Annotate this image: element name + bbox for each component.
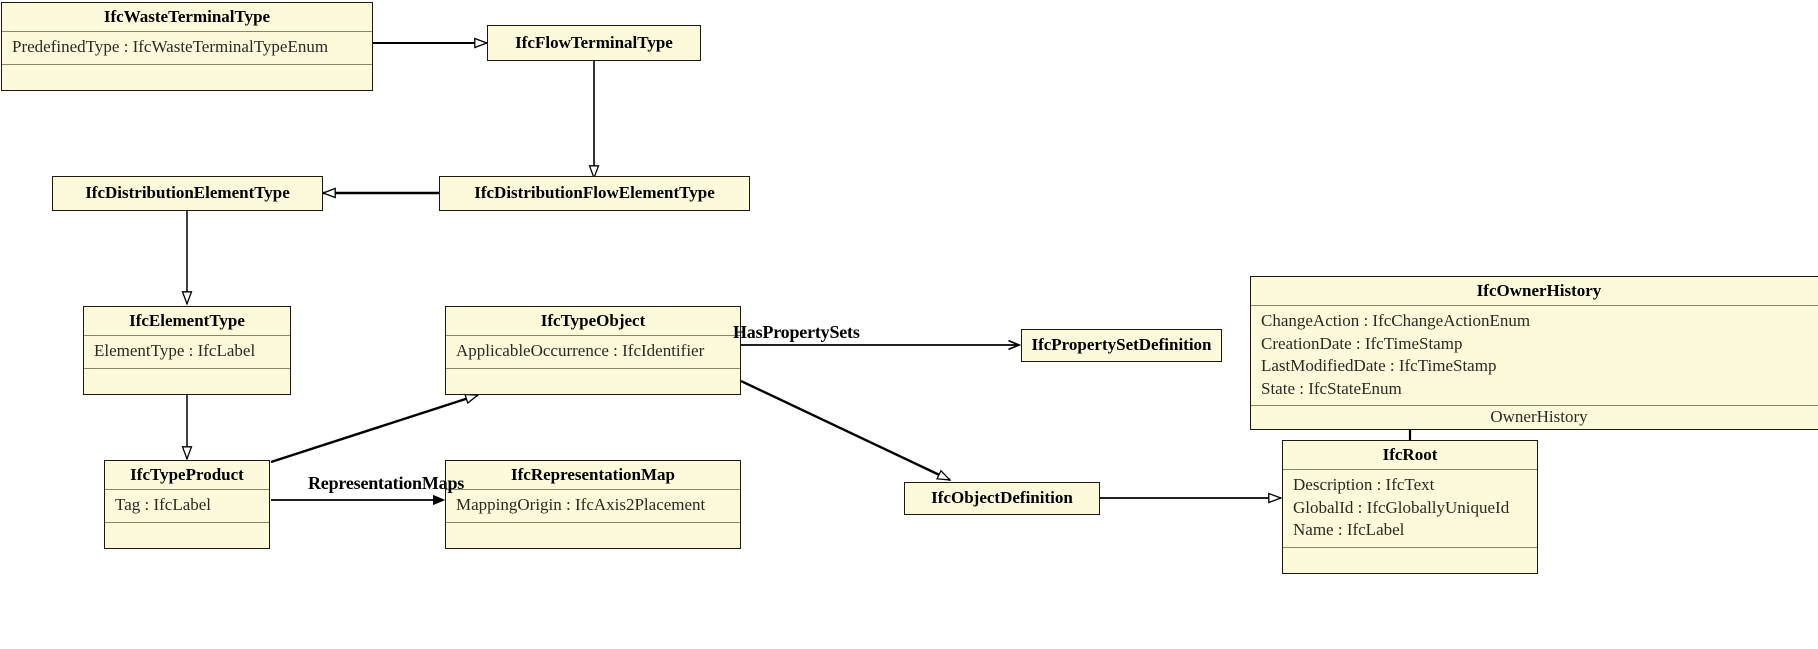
attribute-row: CreationDate : IfcTimeStamp bbox=[1261, 333, 1463, 353]
class-attributes: MappingOrigin : IfcAxis2Placement bbox=[446, 490, 740, 521]
class-operations-empty bbox=[84, 369, 290, 394]
compartment-divider bbox=[2, 63, 372, 65]
attribute-row: ElementType : IfcLabel bbox=[94, 341, 256, 361]
compartment-divider bbox=[1283, 546, 1537, 548]
attribute-row: ApplicableOccurrence : IfcIdentifier bbox=[456, 341, 705, 361]
class-box-ifcdistributionflowelementtype[interactable]: IfcDistributionFlowElementType bbox=[439, 176, 750, 211]
class-box-ifcdistributionelementtype[interactable]: IfcDistributionElementType bbox=[52, 176, 323, 211]
compartment-divider bbox=[446, 367, 740, 369]
compartment-divider bbox=[105, 489, 269, 491]
class-box-ifcflowterminaltype[interactable]: IfcFlowTerminalType bbox=[487, 25, 701, 61]
compartment-divider bbox=[446, 521, 740, 523]
class-operations-empty bbox=[105, 523, 269, 548]
compartment-divider bbox=[84, 335, 290, 337]
class-title: IfcTypeProduct bbox=[130, 465, 244, 484]
attribute-row: MappingOrigin : IfcAxis2Placement bbox=[456, 495, 706, 515]
class-title: IfcDistributionElementType bbox=[85, 183, 290, 203]
class-box-ifcownerhistory[interactable]: IfcOwnerHistory ChangeAction : IfcChange… bbox=[1250, 276, 1818, 431]
attribute-row: ChangeAction : IfcChangeActionEnum bbox=[1261, 311, 1531, 331]
class-title: IfcTypeObject bbox=[540, 311, 646, 330]
class-attributes: Tag : IfcLabel bbox=[105, 490, 269, 521]
class-title: IfcDistributionFlowElementType bbox=[474, 183, 715, 203]
attribute-row: Tag : IfcLabel bbox=[115, 495, 212, 515]
attribute-row: LastModifiedDate : IfcTimeStamp bbox=[1261, 356, 1497, 376]
compartment-divider bbox=[84, 367, 290, 369]
class-attributes: ApplicableOccurrence : IfcIdentifier bbox=[446, 336, 740, 367]
attribute-row: State : IfcStateEnum bbox=[1261, 378, 1402, 398]
class-box-ifcpropertysetdefinition[interactable]: IfcPropertySetDefinition bbox=[1021, 329, 1222, 362]
class-operations-empty bbox=[446, 369, 740, 394]
class-box-ifcrepresentationmap[interactable]: IfcRepresentationMap MappingOrigin : Ifc… bbox=[445, 460, 741, 549]
class-title: IfcElementType bbox=[129, 311, 245, 330]
compartment-divider bbox=[1251, 405, 1818, 407]
attribute-row: Name : IfcLabel bbox=[1293, 520, 1405, 540]
class-title: IfcWasteTerminalType bbox=[103, 7, 271, 26]
class-box-ifcwasteterminaltype[interactable]: IfcWasteTerminalType PredefinedType : If… bbox=[1, 2, 373, 91]
class-box-ifcelementtype[interactable]: IfcElementType ElementType : IfcLabel bbox=[83, 306, 291, 395]
class-operations-empty bbox=[1283, 548, 1537, 573]
class-box-ifcobjectdefinition[interactable]: IfcObjectDefinition bbox=[904, 482, 1100, 515]
class-title: IfcPropertySetDefinition bbox=[1031, 335, 1212, 355]
class-operations-empty bbox=[2, 65, 372, 90]
class-title: IfcObjectDefinition bbox=[931, 488, 1073, 508]
class-attributes: PredefinedType : IfcWasteTerminalTypeEnu… bbox=[2, 32, 372, 63]
class-box-ifctypeobject[interactable]: IfcTypeObject ApplicableOccurrence : Ifc… bbox=[445, 306, 741, 395]
class-box-ifctypeproduct[interactable]: IfcTypeProduct Tag : IfcLabel bbox=[104, 460, 270, 549]
class-attributes: Description : IfcText GlobalId : IfcGlob… bbox=[1283, 470, 1537, 546]
compartment-divider bbox=[1251, 305, 1818, 307]
compartment-divider bbox=[2, 31, 372, 33]
class-box-ifcroot[interactable]: IfcRoot Description : IfcText GlobalId :… bbox=[1282, 440, 1538, 574]
attribute-row: Description : IfcText bbox=[1293, 475, 1435, 495]
compartment-divider bbox=[1283, 469, 1537, 471]
class-attributes: ElementType : IfcLabel bbox=[84, 336, 290, 367]
class-title: IfcOwnerHistory bbox=[1476, 281, 1602, 300]
compartment-divider bbox=[446, 489, 740, 491]
class-title: IfcRoot bbox=[1382, 445, 1438, 464]
association-role-label: OwnerHistory bbox=[1490, 407, 1588, 427]
class-title: IfcRepresentationMap bbox=[511, 465, 675, 484]
class-attributes: ChangeAction : IfcChangeActionEnum Creat… bbox=[1251, 306, 1818, 405]
compartment-divider bbox=[446, 335, 740, 337]
attribute-row: GlobalId : IfcGloballyUniqueId bbox=[1293, 497, 1510, 517]
compartment-divider bbox=[105, 521, 269, 523]
class-title: IfcFlowTerminalType bbox=[515, 32, 673, 52]
class-operations-empty bbox=[446, 523, 740, 548]
edge-label-representationmaps: RepresentationMaps bbox=[308, 473, 465, 493]
attribute-row: PredefinedType : IfcWasteTerminalTypeEnu… bbox=[12, 37, 329, 57]
edge-label-haspropertysets: HasPropertySets bbox=[733, 322, 860, 342]
